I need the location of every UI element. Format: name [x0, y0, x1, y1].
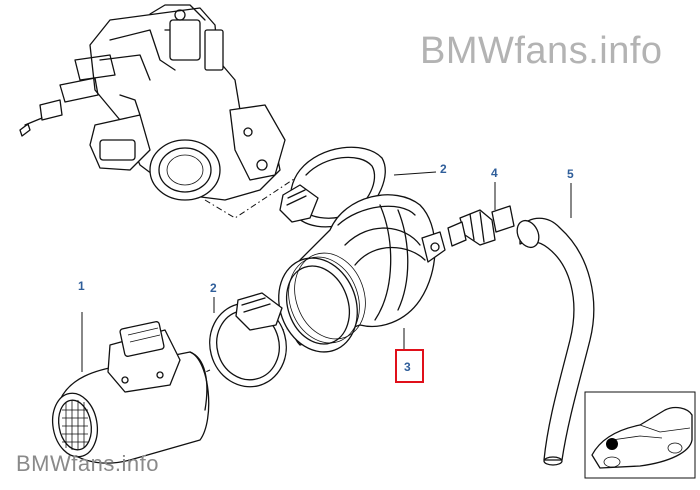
vent-connector — [447, 205, 515, 247]
intake-boot — [278, 194, 446, 353]
callout-2-upper[interactable]: 2 — [440, 162, 447, 176]
watermark-top: BMWfans.info — [420, 30, 663, 72]
callout-2-lower[interactable]: 2 — [210, 281, 217, 295]
callout-3[interactable]: 3 — [404, 360, 411, 374]
centerline-throttle — [204, 174, 301, 219]
vehicle-location-thumbnail — [584, 391, 696, 479]
callout-1[interactable]: 1 — [78, 279, 85, 293]
callout-3-highlight-box[interactable]: 3 — [395, 349, 424, 383]
air-mass-meter — [51, 321, 210, 464]
throttle-body — [19, 4, 286, 201]
leader-2-upper — [393, 171, 437, 176]
vent-hose — [516, 217, 595, 466]
callout-5[interactable]: 5 — [567, 167, 574, 181]
watermark-bottom: BMWfans.info — [16, 451, 159, 476]
callout-4[interactable]: 4 — [491, 166, 498, 180]
hose-clamp-lower — [209, 292, 287, 388]
